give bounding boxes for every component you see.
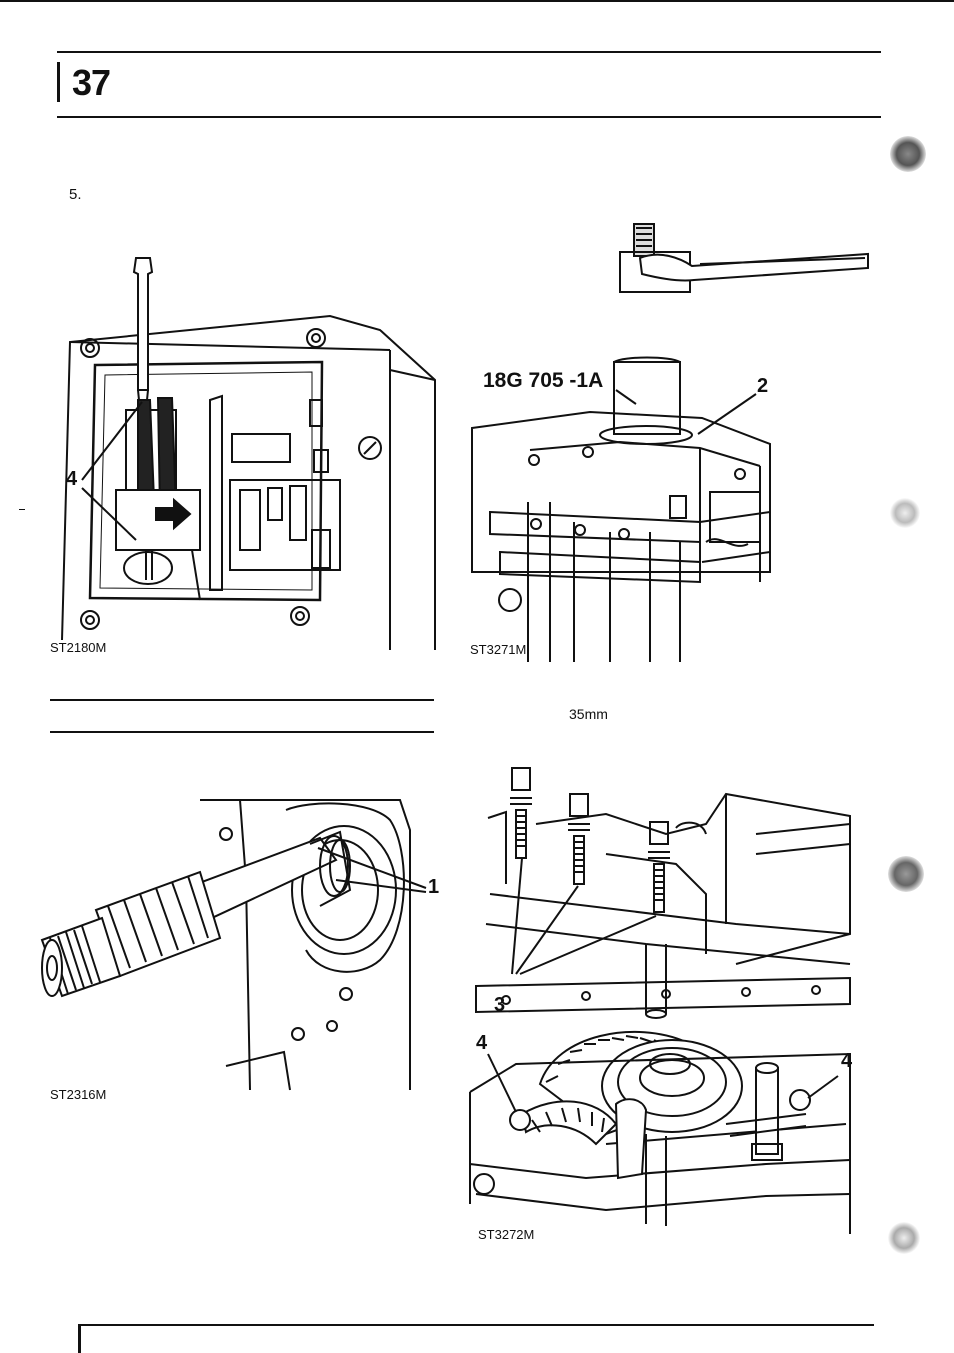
transfer-gear-illustration <box>469 767 851 1234</box>
binder-hole-mark <box>890 136 926 172</box>
section-number: 37 <box>72 62 111 103</box>
figure-callout: 1 <box>428 876 440 898</box>
section-divider-rule <box>50 731 434 733</box>
figure-callout: 4 <box>476 1032 488 1054</box>
binder-hole-mark <box>888 1222 920 1254</box>
figure-callout: 4 <box>841 1050 853 1072</box>
footer-side-bar <box>78 1324 81 1353</box>
section-divider-rule <box>50 699 434 701</box>
output-shaft-illustration <box>40 799 427 1091</box>
footer-rule <box>78 1324 874 1326</box>
header-bottom-rule <box>57 116 881 118</box>
page-top-rule <box>0 0 954 2</box>
binder-hole-mark <box>888 856 924 892</box>
figure-callout: 4 <box>66 468 78 490</box>
tool-label: 18G 705 -1A <box>483 369 604 392</box>
margin-tick <box>19 509 25 510</box>
figure-callout: 2 <box>757 375 769 397</box>
step-number: 5. <box>69 186 82 203</box>
seal-installer-illustration <box>471 223 869 662</box>
figure-reference: ST3272M <box>478 1227 535 1242</box>
figure-reference: ST2180M <box>50 640 107 655</box>
gearbox-selector-illustration <box>61 257 436 650</box>
binder-hole-mark <box>890 498 920 528</box>
figure-reference: ST3271M <box>470 642 527 657</box>
header-side-bar <box>57 62 60 102</box>
measurement-value: 35mm <box>569 706 608 722</box>
figure-reference: ST2316M <box>50 1087 107 1102</box>
header-top-rule <box>57 51 881 53</box>
figure-callout: 3 <box>494 994 506 1016</box>
